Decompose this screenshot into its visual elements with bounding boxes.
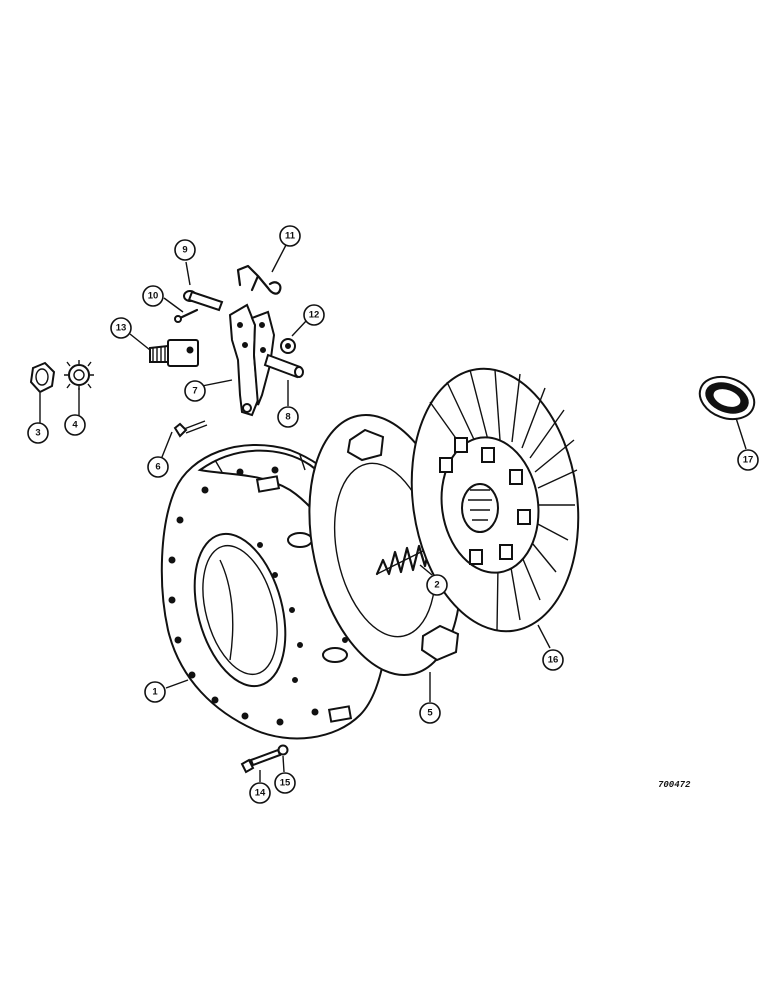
nut [29, 361, 56, 394]
pin [183, 290, 224, 312]
callout-4: 4 [64, 414, 86, 436]
eyebolt [149, 339, 199, 367]
callout-10: 10 [142, 285, 164, 307]
svg-text:7: 7 [192, 386, 197, 397]
callout-8: 8 [277, 406, 299, 428]
callout-9: 9 [174, 239, 196, 261]
svg-text:4: 4 [72, 420, 78, 431]
callout-16: 16 [542, 649, 564, 671]
svg-text:14: 14 [255, 788, 266, 799]
svg-text:11: 11 [285, 231, 296, 242]
release-bearing [698, 375, 756, 421]
svg-text:2: 2 [434, 580, 439, 591]
svg-text:1: 1 [152, 687, 158, 698]
svg-text:12: 12 [309, 310, 320, 321]
svg-text:17: 17 [743, 455, 754, 466]
figure-reference: 700472 [658, 780, 691, 790]
svg-text:10: 10 [148, 291, 159, 302]
callout-2: 2 [426, 574, 448, 596]
svg-text:8: 8 [285, 412, 290, 423]
callout-13: 13 [110, 317, 132, 339]
callout-7: 7 [184, 380, 206, 402]
clutch-disc [410, 367, 580, 633]
washer [277, 744, 289, 756]
leader-lines [39, 244, 747, 782]
svg-text:6: 6 [155, 462, 160, 473]
callout-12: 12 [303, 304, 325, 326]
lock-washer [64, 360, 94, 390]
svg-text:16: 16 [548, 655, 559, 666]
coil-spring [375, 544, 431, 576]
washer [280, 338, 296, 354]
svg-text:9: 9 [182, 245, 187, 256]
svg-text:3: 3 [35, 428, 40, 439]
callout-6: 6 [147, 456, 169, 478]
svg-text:13: 13 [116, 323, 127, 334]
callout-14: 14 [249, 782, 271, 804]
spring-clip [236, 264, 282, 295]
pin [263, 353, 304, 379]
callout-17: 17 [737, 449, 759, 471]
svg-text:15: 15 [280, 778, 291, 789]
svg-text:5: 5 [427, 708, 433, 719]
callout-1: 1 [144, 681, 166, 703]
release-lever [228, 303, 276, 417]
callout-11: 11 [279, 225, 301, 247]
bolt [240, 748, 282, 774]
callout-3: 3 [27, 422, 49, 444]
callout-5: 5 [419, 702, 441, 724]
screw [173, 420, 208, 438]
callout-15: 15 [274, 772, 296, 794]
cotter-pin [174, 308, 199, 323]
